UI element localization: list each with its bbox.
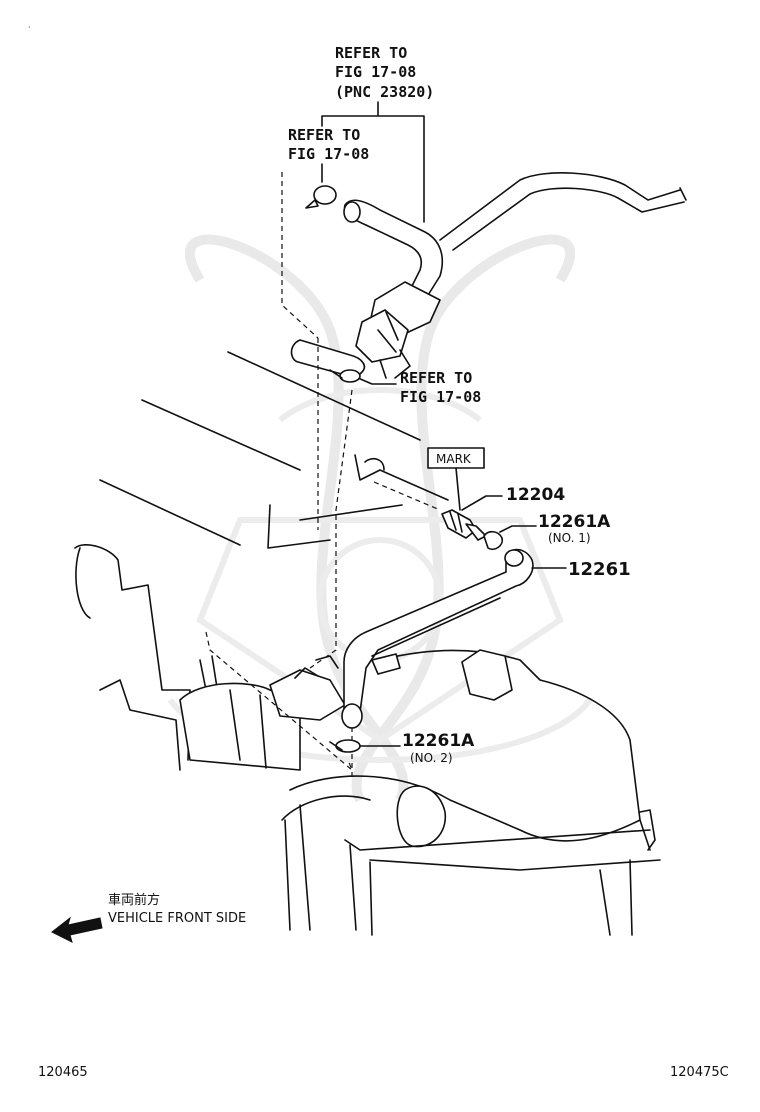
footer-right-code: 120475C — [670, 1065, 729, 1080]
callout-refer-right: REFER TO FIG 17-08 — [329, 369, 481, 406]
refer-mid-line1: REFER TO — [288, 126, 360, 144]
refer-right-line2: FIG 17-08 — [400, 388, 481, 406]
pcv-valve-12204: MARK 12204 — [427, 447, 565, 541]
part-number-12204: 12204 — [506, 485, 565, 505]
footer-left-code: 120465 — [38, 1065, 88, 1080]
mark-label: MARK — [436, 452, 472, 466]
upper-hose-assembly — [290, 172, 687, 379]
clamp-12261a-no1: 12261A (NO. 1) — [483, 512, 611, 551]
clamp-top — [305, 185, 337, 209]
corner-mark: · — [28, 23, 31, 32]
left-arrow-icon — [51, 916, 103, 943]
refer-top-line1: REFER TO — [335, 44, 407, 62]
part-number-12261: 12261 — [568, 559, 631, 580]
part-note-no2: (NO. 2) — [410, 751, 453, 765]
footer: 120465 120475C — [38, 1065, 729, 1080]
vehicle-front-indicator: 車両前方 VEHICLE FRONT SIDE — [51, 892, 246, 943]
part-note-no1: (NO. 1) — [548, 531, 591, 545]
hose-12261: 12261 — [341, 548, 631, 729]
callout-refer-mid: REFER TO FIG 17-08 — [288, 126, 369, 183]
refer-top-line3: (PNC 23820) — [335, 83, 434, 101]
direction-en: VEHICLE FRONT SIDE — [108, 911, 246, 926]
part-number-12261a-2: 12261A — [402, 731, 475, 751]
refer-top-line2: FIG 17-08 — [335, 63, 416, 81]
callout-refer-top: REFER TO FIG 17-08 (PNC 23820) — [321, 44, 434, 223]
direction-jp: 車両前方 — [108, 892, 160, 908]
refer-right-line1: REFER TO — [400, 369, 472, 387]
part-number-12261a-1: 12261A — [538, 512, 611, 532]
engine-outline — [74, 351, 661, 936]
clamp-12261a-no2: 12261A (NO. 2) — [329, 731, 475, 765]
refer-mid-line2: FIG 17-08 — [288, 145, 369, 163]
